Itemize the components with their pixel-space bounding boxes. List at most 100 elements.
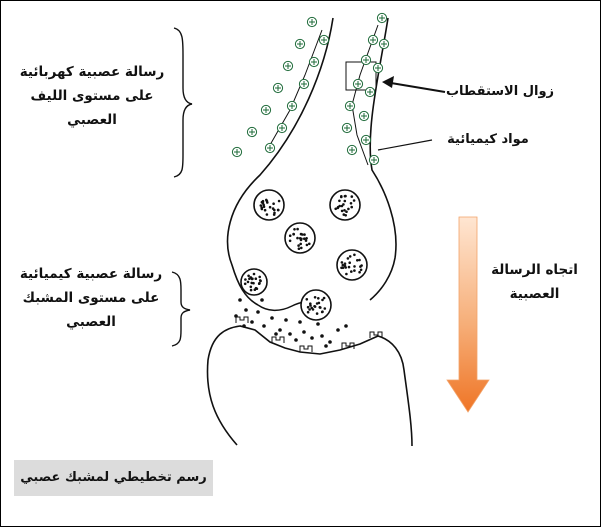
- vesicle-dot: [341, 210, 344, 213]
- vesicle-dot: [338, 200, 341, 203]
- chemical-dot: [324, 344, 328, 348]
- chemical-dot: [344, 324, 348, 328]
- chemical-dot: [274, 332, 278, 336]
- vesicle-dot: [340, 195, 343, 198]
- direction-arrow: [447, 217, 489, 412]
- chemical-dot: [298, 320, 302, 324]
- vesicle-dot: [340, 267, 343, 270]
- vesicle-dot: [306, 244, 309, 247]
- depolarization-pointer-head: [382, 76, 394, 88]
- depolarization-pointer: [385, 82, 445, 92]
- charge-symbol: [369, 155, 378, 164]
- charge-symbol: [353, 79, 362, 88]
- charge-symbol: [265, 143, 274, 152]
- charge-symbol: [377, 13, 386, 22]
- chemical-dot: [260, 298, 264, 302]
- charge-symbol: [295, 39, 304, 48]
- vesicle-dot: [314, 296, 317, 299]
- vesicle-dot: [324, 307, 327, 310]
- vesicle-dot: [306, 298, 309, 301]
- vesicle-dot: [259, 279, 262, 282]
- chemical-dot: [270, 316, 274, 320]
- charge-symbol: [307, 17, 316, 26]
- chemical-dot: [256, 310, 260, 314]
- vesicle-dot: [248, 277, 251, 280]
- vesicle-dot: [298, 247, 301, 250]
- vesicle-dot: [353, 265, 356, 268]
- charge-symbol: [309, 57, 318, 66]
- vesicle-dot: [360, 269, 363, 272]
- vesicle-dot: [316, 302, 319, 305]
- vesicle-dot: [293, 228, 296, 231]
- vesicle-dot: [334, 208, 337, 211]
- chemical-dot: [234, 314, 238, 318]
- vesicle-dot: [272, 202, 275, 205]
- vesicle-dot: [344, 266, 347, 269]
- vesicle-dot: [358, 259, 361, 262]
- vesicle-dot: [299, 237, 302, 240]
- vesicle-dot: [273, 212, 276, 215]
- vesicle-dot: [358, 271, 361, 274]
- chemicals-pointer: [378, 140, 432, 150]
- vesicle-dot: [353, 199, 356, 202]
- vesicle-dot: [344, 262, 347, 265]
- chemical-dot: [278, 328, 282, 332]
- vesicle-dot: [316, 312, 319, 315]
- brace-top: [174, 28, 192, 177]
- vesicle-dot: [348, 266, 351, 269]
- charge-symbol: [368, 35, 377, 44]
- chemical-dot: [262, 324, 266, 328]
- vesicle-dot: [345, 273, 348, 276]
- chemical-dot: [242, 324, 246, 328]
- charge-symbol: [277, 123, 286, 132]
- vesicle-dot: [251, 277, 254, 280]
- vesicle-dot: [289, 240, 292, 243]
- charge-symbol: [247, 127, 256, 136]
- vesicle-dot: [356, 259, 359, 262]
- vesicle-dot: [312, 308, 315, 311]
- vesicle-dot: [308, 308, 311, 311]
- vesicle-dot: [244, 278, 247, 281]
- chemicals-label: مواد كيميائية: [433, 131, 543, 149]
- vesicle-dot: [350, 270, 353, 273]
- chemical-dot: [316, 322, 320, 326]
- caption-label: رسم تخطيطي لمشبك عصبي: [14, 460, 213, 496]
- charge-symbol: [345, 101, 354, 110]
- vesicle-dot: [307, 311, 310, 314]
- depolarization-label: زوال الاستقطاب: [445, 83, 555, 101]
- vesicle-dot: [247, 281, 250, 284]
- charge-symbol: [342, 123, 351, 132]
- vesicle-dot: [343, 213, 346, 216]
- charge-symbol: [283, 61, 292, 70]
- vesicle-dot: [296, 228, 299, 231]
- vesicle-dot: [262, 202, 265, 205]
- vesicle-dot: [250, 286, 253, 289]
- vesicle-dot: [345, 210, 348, 213]
- chemical-dot: [250, 320, 254, 324]
- chemical-dot: [284, 318, 288, 322]
- charge-symbol: [287, 101, 296, 110]
- vesicle-dot: [342, 264, 345, 267]
- charge-symbol: [373, 63, 382, 72]
- vesicle-dot: [273, 209, 276, 212]
- vesicle-dot: [321, 311, 324, 314]
- vesicle-dot: [299, 243, 302, 246]
- chemical-dot: [294, 338, 298, 342]
- vesicle-dot: [250, 289, 253, 292]
- vesicle-dot: [344, 200, 347, 203]
- charge-symbol: [261, 105, 270, 114]
- vesicle-dot: [247, 275, 250, 278]
- vesicle-dot: [347, 257, 350, 260]
- vesicle-dot: [350, 206, 353, 209]
- vesicle-dot: [255, 277, 258, 280]
- vesicle-dot: [353, 269, 356, 272]
- charge-symbol: [347, 145, 356, 154]
- vesicle-dot: [317, 297, 320, 300]
- charge-symbol: [319, 35, 328, 44]
- vesicle-dot: [348, 261, 351, 264]
- vesicle-dot: [253, 273, 256, 276]
- vesicle-dot: [277, 209, 280, 212]
- direction-label: اتجاه الرسالة العصبية: [482, 258, 587, 306]
- vesicle-dot: [263, 206, 266, 209]
- charge-symbol: [299, 79, 308, 88]
